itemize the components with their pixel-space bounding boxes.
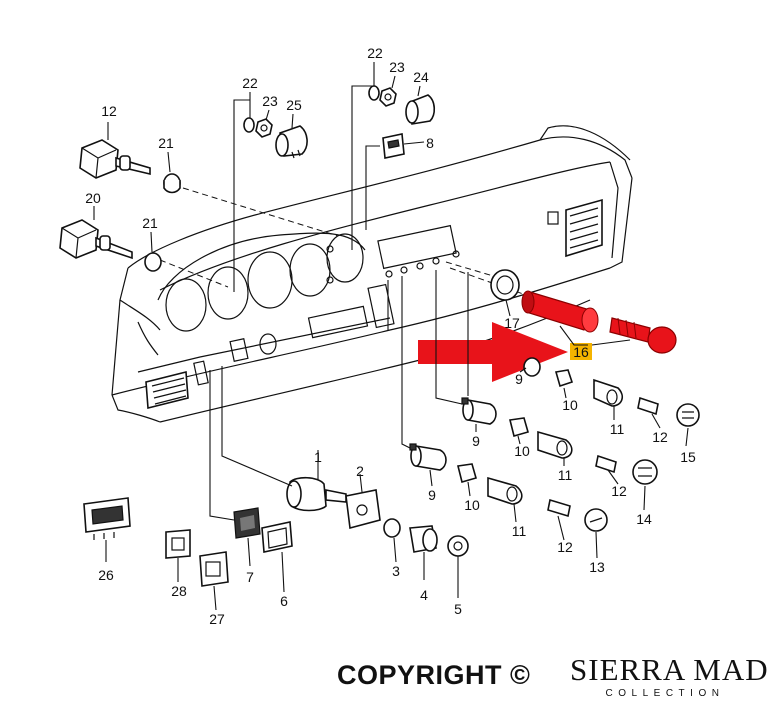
callout-7: 7 — [246, 569, 254, 585]
part-2-plate — [345, 489, 381, 530]
callout-2: 2 — [356, 463, 364, 479]
callout-28: 28 — [171, 583, 187, 599]
part-22-washer-left — [243, 117, 255, 133]
callout-14: 14 — [636, 511, 652, 527]
instrument-cluster — [157, 232, 369, 362]
callout-16: 16 — [573, 344, 589, 360]
callout-6: 6 — [280, 593, 288, 609]
callout-12-a: 12 — [652, 429, 668, 445]
callout-25: 25 — [286, 97, 302, 113]
part-12-bulb-b — [595, 454, 617, 474]
callout-22-left: 22 — [242, 75, 258, 91]
part-4-housing — [409, 525, 438, 553]
callout-1: 1 — [314, 449, 322, 465]
callout-12-b: 12 — [611, 483, 627, 499]
part-16-lighter-body — [525, 291, 591, 331]
callout-10-a: 10 — [562, 397, 578, 413]
part-9-rotary-switch-a — [523, 357, 541, 377]
part-14-lens — [632, 459, 658, 485]
part-12-bulb-c — [547, 498, 571, 518]
callout-27: 27 — [209, 611, 225, 627]
callout-21-upper: 21 — [158, 135, 174, 151]
part-16-label-highlight — [570, 343, 592, 360]
part-23-nut-right — [379, 87, 397, 107]
callout-11-b: 11 — [558, 467, 573, 483]
callout-9-a: 9 — [515, 371, 523, 387]
callout-5: 5 — [454, 601, 462, 617]
part-6-rocker-switch — [261, 521, 293, 553]
part-20-knob — [59, 219, 133, 260]
part-28-switch — [165, 529, 191, 559]
callout-17: 17 — [504, 315, 520, 331]
callout-10-c: 10 — [464, 497, 480, 513]
callout-23-left: 23 — [262, 93, 278, 109]
callout-3: 3 — [392, 563, 400, 579]
brand-subtitle: COLLECTION — [605, 688, 725, 699]
part-23-nut-left — [255, 118, 273, 138]
part-21-bushing-lower — [144, 252, 162, 272]
callout-12-c: 12 — [557, 539, 573, 555]
dashboard-outline — [111, 125, 633, 423]
callout-4: 4 — [420, 587, 428, 603]
part-25-knob-left — [275, 125, 308, 159]
part-24-knob-right — [405, 94, 436, 125]
dashed-alignment-lines — [159, 187, 541, 301]
copyright-notice: COPYRIGHT © — [337, 660, 531, 690]
callout-24: 24 — [413, 69, 429, 85]
part-9-rotary-switch-c — [409, 443, 447, 471]
part-9-rotary-switch-b — [461, 397, 497, 425]
callout-19: 12 — [101, 103, 117, 119]
part-10-bulb-holder-b — [509, 417, 529, 437]
callout-9-c: 9 — [428, 487, 436, 503]
callout-11-c: 11 — [512, 523, 527, 539]
callout-10-b: 10 — [514, 443, 530, 459]
part-11-socket-c — [487, 476, 523, 505]
part-5-washer — [447, 535, 469, 557]
part-3-bushing — [383, 518, 401, 538]
callout-20: 20 — [85, 190, 101, 206]
part-22-washer-right — [368, 85, 380, 101]
left-air-vent — [145, 360, 209, 410]
part-27-switch — [199, 551, 229, 587]
highlight-arrow — [418, 322, 568, 382]
callout-22-right: 22 — [367, 45, 383, 61]
part-19-knob — [79, 139, 151, 179]
brand-name: SIERRA MADRE — [570, 652, 767, 687]
part-10-bulb-holder-a — [554, 369, 574, 388]
part-11-socket-b — [537, 430, 573, 459]
part-7-rocker-switch — [233, 507, 261, 539]
callout-13: 13 — [589, 559, 605, 575]
callout-15: 15 — [680, 449, 696, 465]
callout-26: 26 — [98, 567, 114, 583]
part-12-bulb-a — [637, 396, 659, 416]
right-air-vent — [547, 198, 603, 258]
part-16-lighter-element — [609, 317, 651, 343]
callout-23-right: 23 — [389, 59, 405, 75]
part-15-lens — [676, 403, 700, 427]
callout-9-b: 9 — [472, 433, 480, 449]
callout-8: 8 — [426, 135, 434, 151]
part-16-cigarette-lighter — [521, 290, 677, 354]
center-console — [326, 224, 460, 329]
leader-lines — [93, 62, 689, 611]
part-1-switch — [286, 476, 347, 512]
part-11-socket-a — [593, 378, 624, 407]
callout-21-lower: 21 — [142, 215, 158, 231]
part-17-knob — [490, 269, 520, 301]
part-26-relay-switch — [83, 497, 131, 540]
part-21-bushing-upper — [163, 173, 181, 194]
part-10-bulb-holder-c — [457, 463, 477, 483]
callout-11-a: 11 — [610, 421, 625, 437]
part-13-lens — [584, 508, 608, 532]
brand-logo: SIERRA MADRE COLLECTION — [570, 652, 767, 700]
callout-labels: 12 20 21 21 22 23 25 22 23 24 8 17 16 9 … — [85, 45, 696, 627]
part-8-switch — [382, 133, 405, 159]
